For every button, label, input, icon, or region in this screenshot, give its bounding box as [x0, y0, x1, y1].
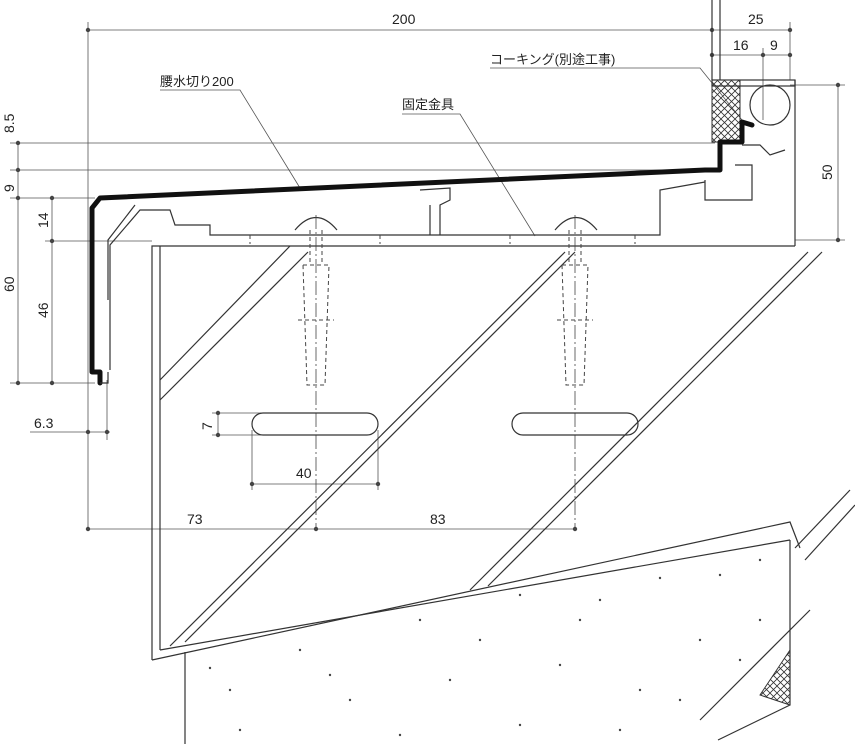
dimension-lines	[10, 22, 845, 532]
window-frame	[704, 0, 796, 246]
dim-left-14: 14	[35, 212, 51, 228]
dim-slot-40: 40	[296, 465, 312, 481]
concrete-stipple	[208, 558, 762, 737]
sill-flashing-profile	[89, 119, 755, 386]
dim-height-50: 50	[819, 164, 835, 180]
slot-right	[511, 412, 639, 436]
dim-right-16: 16	[733, 37, 749, 53]
dim-slot-7: 7	[199, 422, 215, 430]
dim-right-9: 9	[770, 37, 778, 53]
leader-lines	[160, 67, 743, 237]
dim-left-9: 9	[1, 184, 17, 192]
label-caulking: コーキング(別途工事)	[490, 52, 615, 67]
dim-left-46: 46	[35, 302, 51, 318]
anchor-left	[298, 215, 334, 529]
sill-drip-lip	[100, 372, 109, 384]
dim-lip-6-3: 6.3	[34, 415, 54, 431]
dim-top-right: 25	[748, 11, 764, 27]
label-fixing-bracket: 固定金具	[402, 97, 454, 112]
label-sill-flashing: 腰水切り200	[160, 74, 234, 89]
wall-board	[151, 245, 855, 744]
corner-hatch-block	[759, 648, 791, 706]
caulking-hatch-block	[711, 79, 741, 143]
anchor-right	[557, 215, 593, 529]
dim-top-width: 200	[392, 11, 416, 27]
dim-left-8-5: 8.5	[1, 113, 17, 133]
dim-bottom-73: 73	[187, 511, 203, 527]
dim-bottom-83: 83	[430, 511, 446, 527]
dim-left-60: 60	[1, 276, 17, 292]
slot-left	[251, 412, 379, 436]
